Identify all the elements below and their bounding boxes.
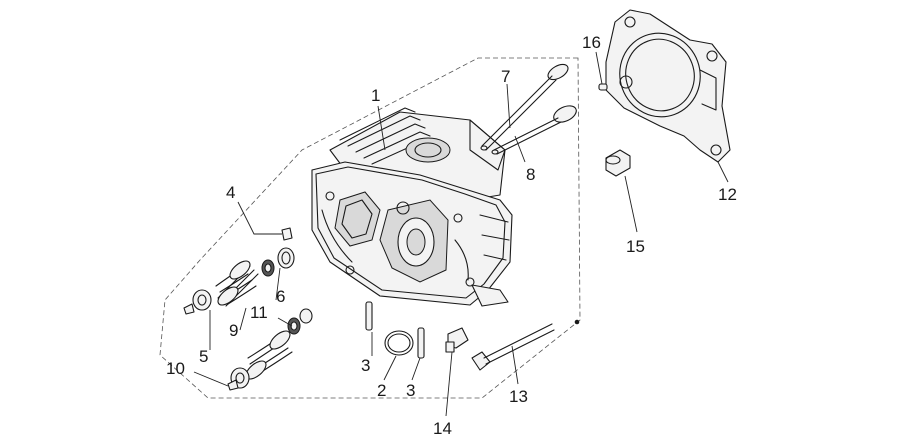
callout-11: 11 bbox=[250, 303, 268, 322]
dowel-pin-3-left bbox=[365, 301, 373, 331]
head-gasket bbox=[605, 9, 731, 163]
fitting-14 bbox=[445, 327, 469, 353]
callout-3-right: 3 bbox=[406, 381, 415, 400]
stud-4 bbox=[281, 227, 293, 241]
valve-spring-9-upper bbox=[215, 260, 259, 307]
callout-15: 15 bbox=[626, 237, 645, 256]
dowel-16 bbox=[598, 83, 608, 91]
callout-1: 1 bbox=[371, 86, 380, 105]
o-ring-2 bbox=[384, 330, 414, 356]
callout-labels: 1 2 3 3 4 5 6 7 8 9 10 11 12 13 14 15 16 bbox=[166, 33, 737, 434]
dowel-pin-3-right bbox=[417, 327, 425, 359]
leader-lines bbox=[193, 51, 729, 417]
bushing-15 bbox=[605, 149, 631, 177]
callout-3-left: 3 bbox=[361, 356, 370, 375]
valve-8 bbox=[491, 105, 577, 155]
cylinder-head bbox=[311, 107, 513, 307]
retainer-11-upper bbox=[261, 259, 275, 277]
collet-10-upper bbox=[183, 303, 195, 315]
callout-16: 16 bbox=[582, 33, 601, 52]
assembly-boundary bbox=[159, 57, 581, 399]
washer-6-lower bbox=[299, 308, 313, 324]
callout-13: 13 bbox=[509, 387, 528, 406]
bolt-13 bbox=[471, 323, 555, 371]
collet-10-lower bbox=[227, 379, 239, 391]
callout-2: 2 bbox=[377, 381, 386, 400]
spring-seat-5-upper bbox=[192, 289, 212, 311]
callout-12: 12 bbox=[718, 185, 737, 204]
callout-7: 7 bbox=[501, 67, 510, 86]
valve-seal-6 bbox=[277, 247, 295, 269]
callout-14: 14 bbox=[433, 419, 452, 434]
callout-9: 9 bbox=[229, 321, 238, 340]
callout-5: 5 bbox=[199, 347, 208, 366]
callout-6: 6 bbox=[276, 287, 285, 306]
valve-spring-9-lower bbox=[245, 330, 293, 380]
callout-4: 4 bbox=[226, 183, 235, 202]
callout-10: 10 bbox=[166, 359, 185, 378]
valve-7 bbox=[480, 63, 569, 151]
retainer-11-lower bbox=[287, 317, 301, 335]
reference-dot bbox=[574, 319, 580, 325]
callout-8: 8 bbox=[526, 165, 535, 184]
